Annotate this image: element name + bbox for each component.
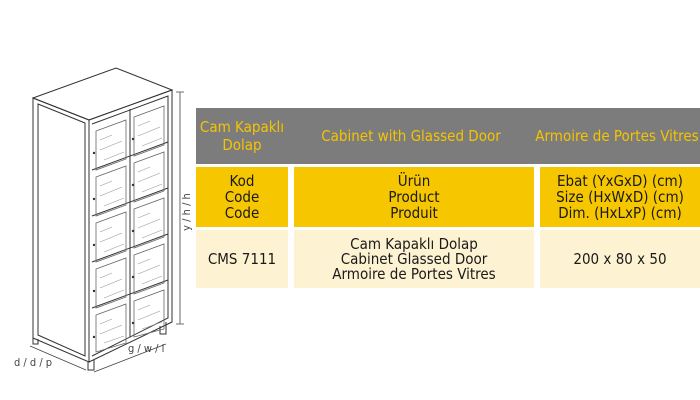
product-code: CMS 7111 [196, 230, 288, 288]
depth-label: d / d / p [14, 356, 52, 369]
width-label: g / w / l [128, 342, 164, 355]
header-en: Cabinet with Glassed Door [288, 108, 534, 164]
size-label-cell: Ebat (YxGxD) (cm) Size (HxWxD) (cm) Dim.… [534, 167, 700, 227]
cabinet-front [32, 97, 90, 363]
table-header-row: Cam Kapaklı Dolap Cabinet with Glassed D… [196, 108, 700, 164]
cabinet-side [88, 89, 173, 363]
spec-table: Cam Kapaklı Dolap Cabinet with Glassed D… [196, 108, 700, 288]
header-fr: Armoire de Portes Vitres [534, 108, 700, 164]
product-size: 200 x 80 x 50 [534, 230, 700, 288]
height-label: y / h / h [180, 193, 193, 231]
header-tr: Cam Kapaklı Dolap [196, 108, 288, 164]
cabinet-foot [87, 360, 95, 371]
cabinet-top-face [31, 67, 174, 121]
code-label-cell: Kod Code Code [196, 167, 288, 227]
table-label-row: Kod Code Code Ürün Product Produit Ebat … [196, 167, 700, 227]
product-name-cell: Cam Kapaklı Dolap Cabinet Glassed Door A… [288, 230, 534, 288]
table-row: CMS 7111 Cam Kapaklı Dolap Cabinet Glass… [196, 230, 700, 288]
product-label-cell: Ürün Product Produit [288, 167, 534, 227]
cabinet-drawing: y / h / h g / w / l d / d / p [14, 67, 193, 373]
